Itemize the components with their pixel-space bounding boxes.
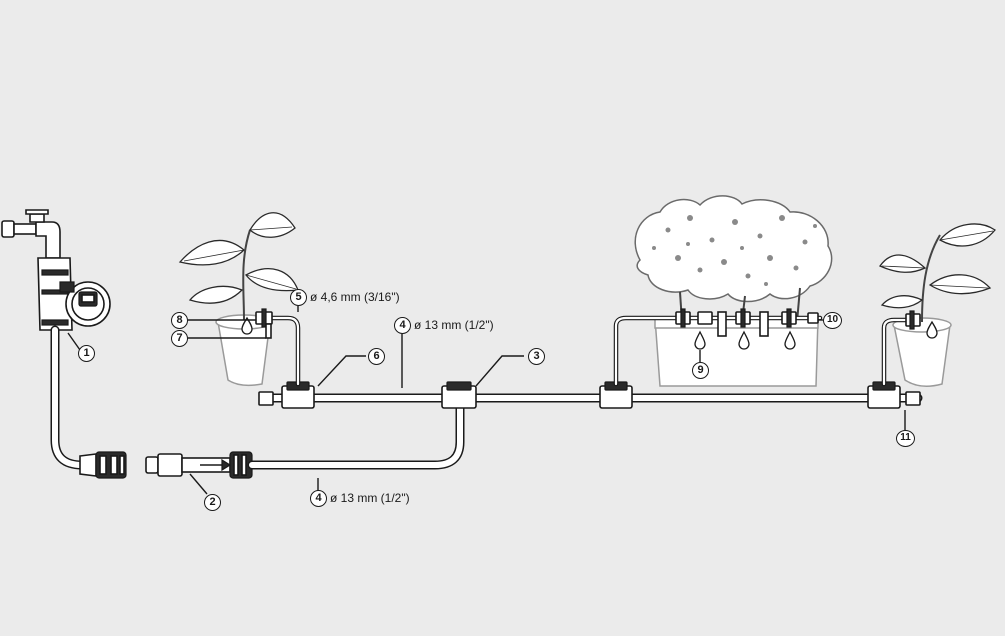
callout-11: 11 [896,430,915,447]
callout-8: 8 [171,312,188,329]
callout-6: 6 [368,348,385,365]
callout-4-supply-line-spec: ø 13 mm (1/2") [330,491,410,505]
callout-7: 7 [171,330,188,347]
water-timer-icon [37,257,111,331]
garden-hose [50,325,87,470]
callout-4-supply-line: 4 [310,490,327,507]
water-drop-icon [241,316,938,350]
callout-4-main-line-spec: ø 13 mm (1/2") [414,318,494,332]
callout-9: 9 [692,362,709,379]
callout-1: 1 [78,345,95,362]
end-plug-icon [258,391,921,406]
drip-head-icon [255,308,921,339]
callout-3: 3 [528,348,545,365]
callout-5: 5 [290,289,307,306]
callout-4-main-line: 4 [394,317,411,334]
tap-connector-icon [145,451,253,479]
flower-box [634,195,833,387]
hose-connector-icon [79,451,127,479]
potted-plant-left [178,212,299,387]
callout-2: 2 [204,494,221,511]
callout-5-spec: ø 4,6 mm (3/16") [310,290,400,304]
water-tap-icon [1,209,61,259]
t-joint-icon [281,381,901,409]
potted-plant-right [879,223,996,387]
leader-lines [67,306,906,495]
callout-10: 10 [823,312,842,329]
micro-tubes [269,315,915,387]
supply-pipe [247,393,923,470]
